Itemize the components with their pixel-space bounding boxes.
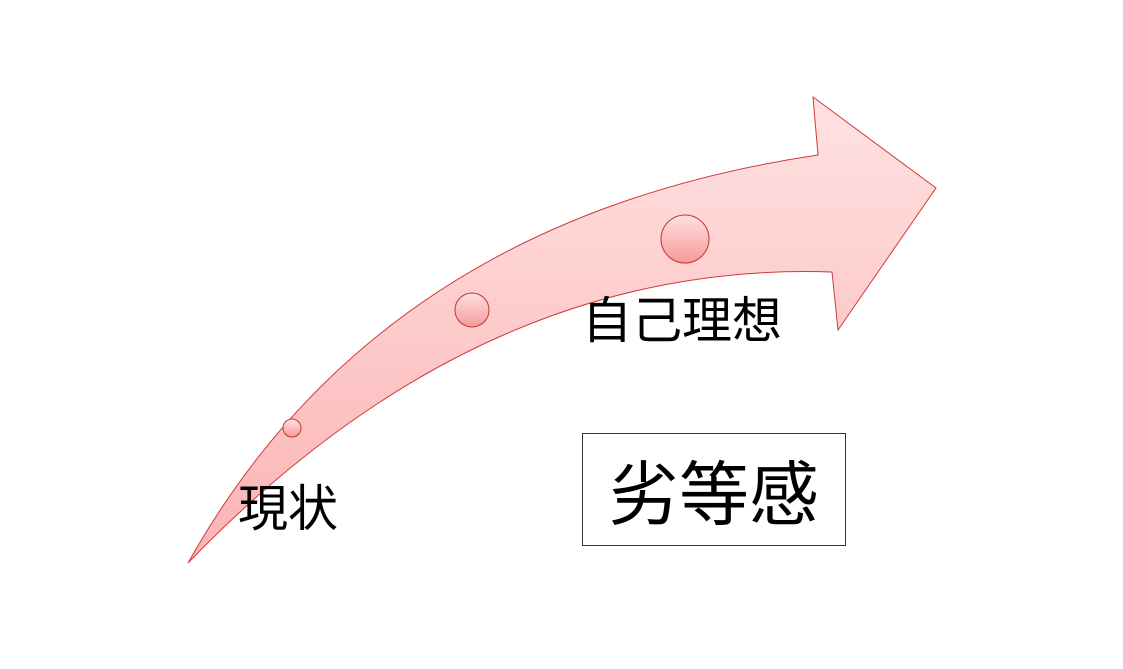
milestone-circle-large [660, 214, 710, 264]
inferiority-label: 劣等感 [609, 454, 819, 536]
current-state-label: 現状 [238, 480, 338, 538]
curved-arrow [187, 95, 937, 564]
milestone-circle-small [282, 418, 302, 438]
inferiority-box: 劣等感 [582, 433, 846, 546]
milestone-circle-medium [454, 292, 490, 328]
self-ideal-label: 自己理想 [582, 292, 782, 350]
